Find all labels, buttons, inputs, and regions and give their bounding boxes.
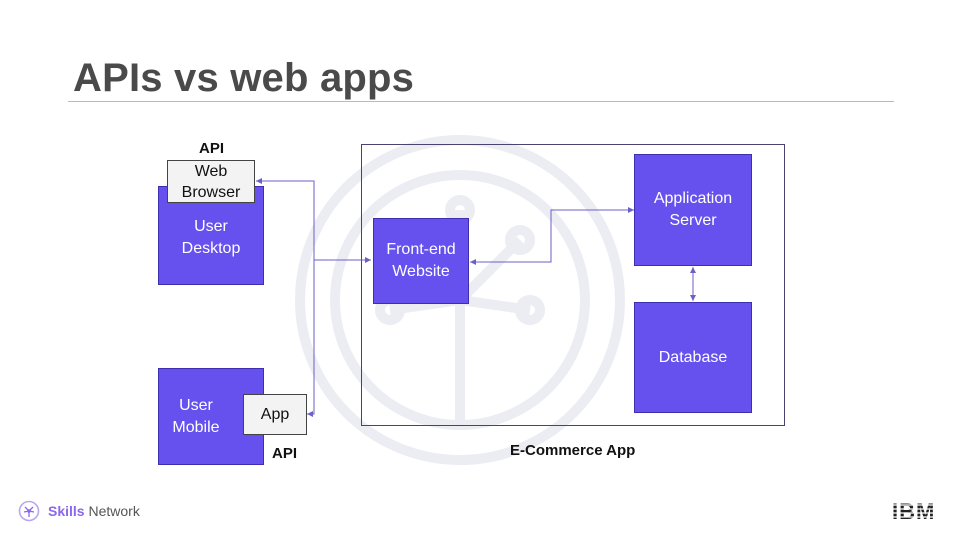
ibm-logo: IBM [892,500,942,522]
web-browser-box: Web Browser [167,160,255,203]
application-server-box: Application Server [634,154,752,266]
api-label-top: API [199,140,225,157]
api-label-bottom: API [272,445,298,462]
svg-text:IBM: IBM [892,500,935,522]
database-box: Database [634,302,752,413]
app-box: App [243,394,307,435]
skills-network-logo-icon [18,500,40,522]
container-label: E-Commerce App [510,442,636,459]
skills-network-brand: Skills Network [18,500,140,522]
brand-name: Skills Network [48,503,140,519]
ecommerce-app-container [361,144,785,426]
slide-title: APIs vs web apps [73,56,415,100]
title-divider [68,101,894,102]
frontend-website-box: Front-end Website [373,218,469,304]
